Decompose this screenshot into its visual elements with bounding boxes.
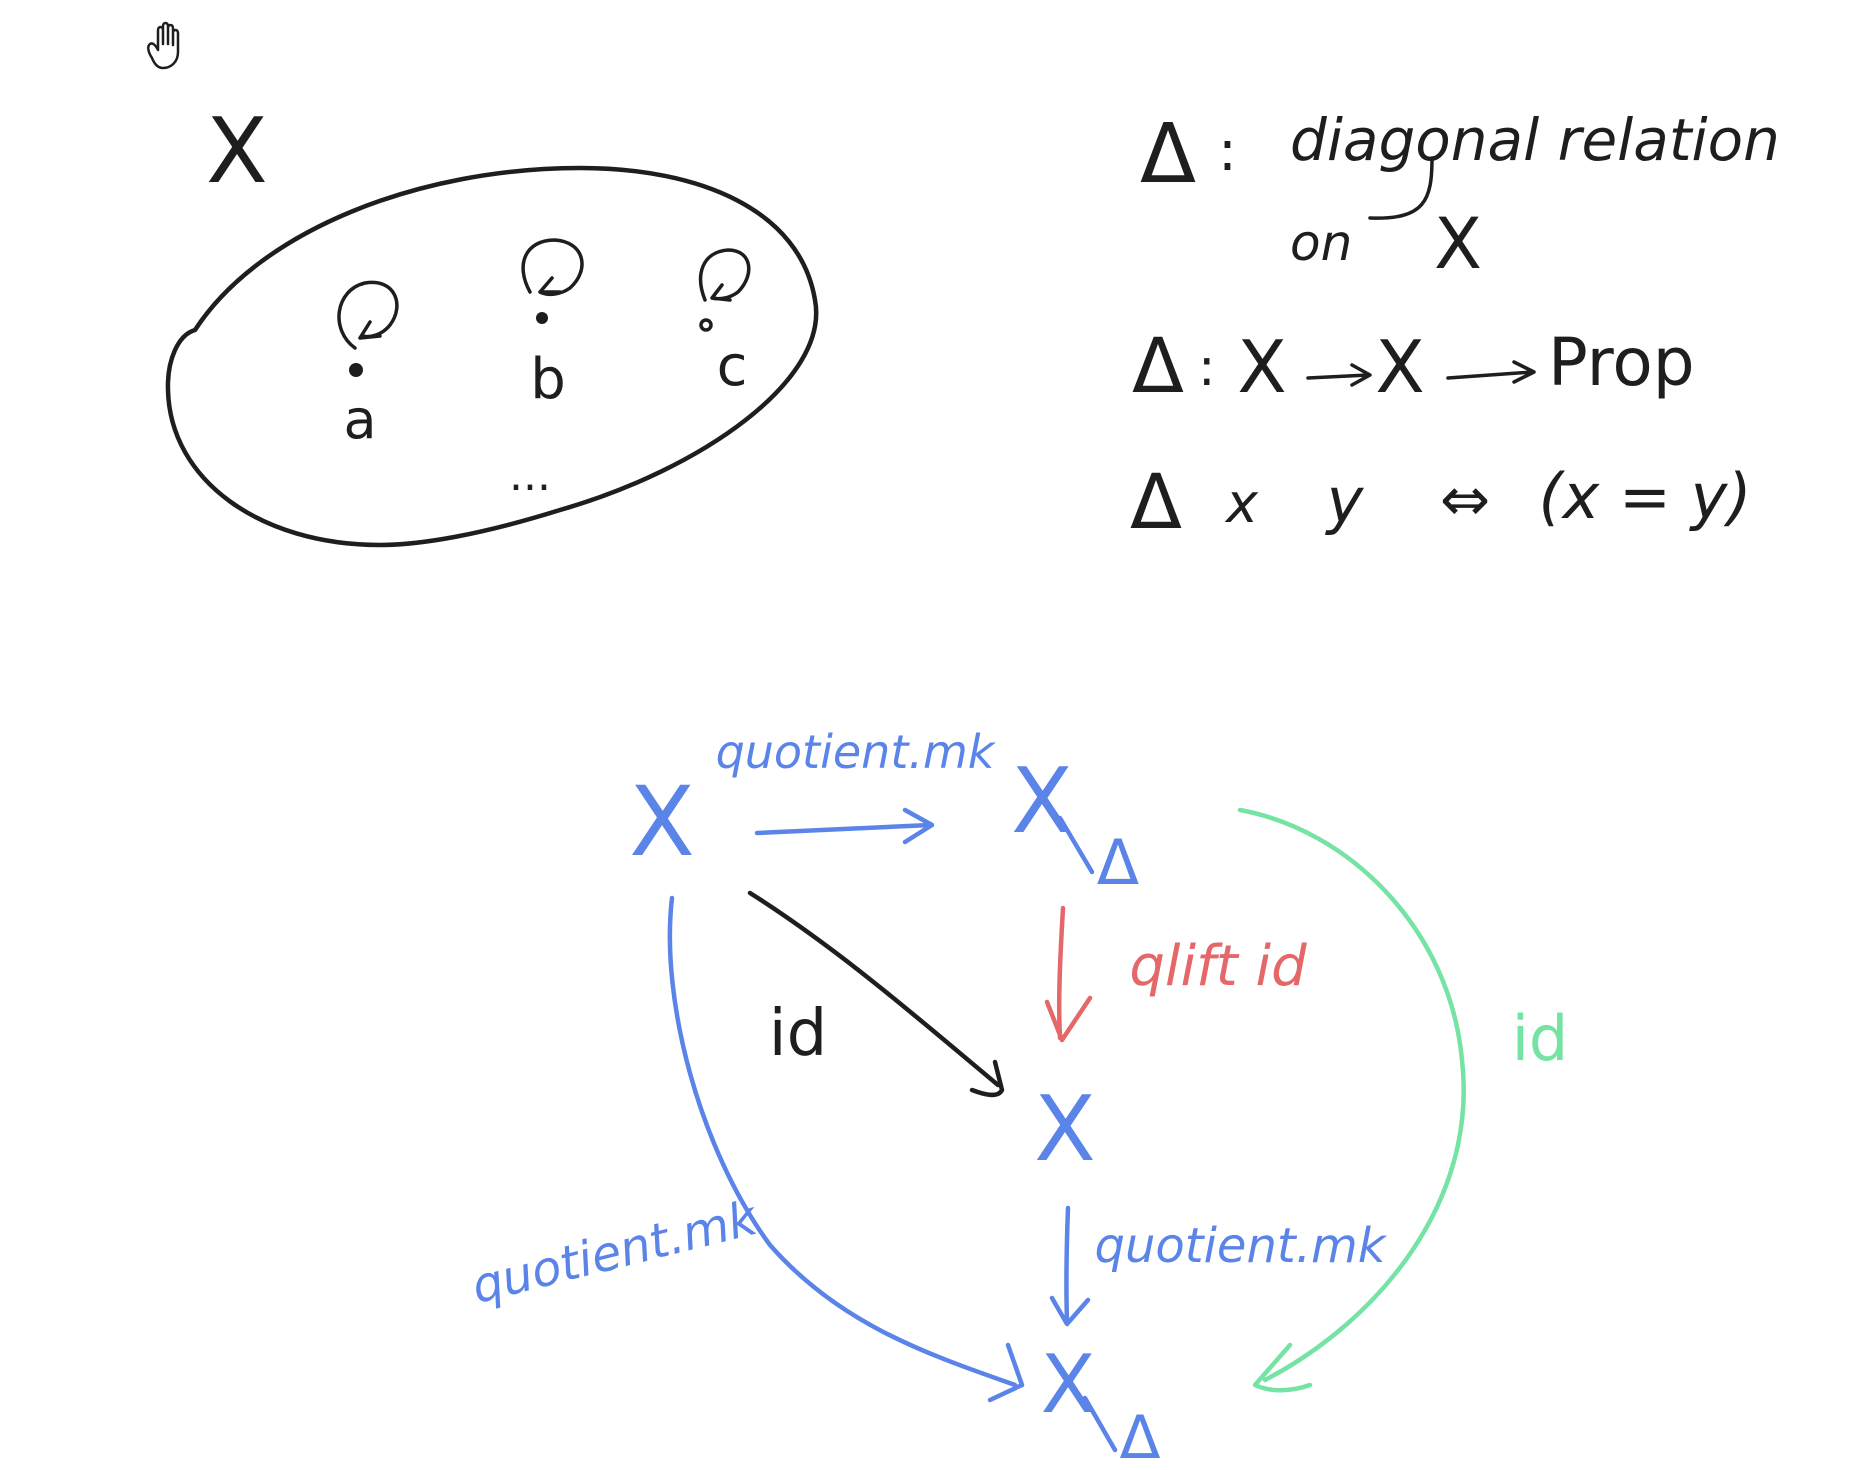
element-b-label: b xyxy=(530,347,566,412)
type-x-1: X xyxy=(1237,325,1286,409)
delta-symbol: Δ xyxy=(1140,107,1196,202)
arrow-top-quotient-mk[interactable]: quotient.mk xyxy=(716,725,997,845)
commutative-diagram: X X Δ X X Δ quotient.mk id qlift id xyxy=(466,725,1568,1470)
node-x-middle: X xyxy=(1034,1077,1096,1182)
quotient-numerator: X xyxy=(1011,749,1073,854)
delta-symbol: Δ xyxy=(1130,457,1182,546)
element-c-label: c xyxy=(717,334,748,399)
self-loop-b xyxy=(521,238,584,297)
node-quotient-bottom: X Δ xyxy=(1041,1338,1161,1470)
definition-line-3: Δ x y ⇔ (x = y) xyxy=(1130,457,1752,546)
definition-line-2: Δ : X X Prop xyxy=(1132,321,1695,410)
arrow-diagonal-label: id xyxy=(769,997,827,1071)
arrow-qlift-id[interactable]: qlift id xyxy=(1044,905,1307,1043)
node-quotient-top-right: X Δ xyxy=(1011,749,1139,899)
self-loop-a xyxy=(337,280,399,350)
self-loop-c xyxy=(698,248,751,302)
quotient-denominator: Δ xyxy=(1097,826,1139,899)
colon: : xyxy=(1198,338,1216,398)
var-y: y xyxy=(1325,464,1365,537)
arrow-1 xyxy=(1306,363,1372,387)
arrow-diagonal-id[interactable]: id xyxy=(747,890,1005,1098)
element-a-label: a xyxy=(343,388,376,451)
arrow-qlift-label: qlift id xyxy=(1129,934,1307,999)
node-x-top-left: X xyxy=(629,766,695,878)
equality: (x = y) xyxy=(1538,460,1751,533)
definition-text: diagonal relation xyxy=(1290,106,1780,174)
arrow-top-label: quotient.mk xyxy=(716,725,997,779)
hand-icon[interactable] xyxy=(147,21,180,70)
point-b xyxy=(536,312,548,324)
arrow-left-curve-quotient-mk[interactable]: quotient.mk xyxy=(466,895,1025,1403)
set-sketch: X a b c ... xyxy=(165,99,819,548)
quotient-slash xyxy=(1057,815,1095,875)
delta-symbol: Δ xyxy=(1132,321,1184,410)
quotient-denominator: Δ xyxy=(1119,1403,1160,1470)
definition-on: on xyxy=(1290,214,1352,272)
colon: : xyxy=(1218,119,1237,184)
arrow-right-curve-id[interactable]: id xyxy=(1237,807,1569,1393)
arrow-left-curve-label: quotient.mk xyxy=(466,1190,764,1315)
arrow-right-curve-label: id xyxy=(1512,1002,1569,1075)
type-x-2: X xyxy=(1375,325,1424,409)
arrow-2 xyxy=(1446,360,1536,384)
type-prop: Prop xyxy=(1548,324,1695,401)
var-x: x xyxy=(1224,472,1259,535)
iff-symbol: ⇔ xyxy=(1440,465,1490,535)
point-c xyxy=(699,318,713,332)
point-a xyxy=(349,363,363,377)
descender-swash xyxy=(1368,156,1434,220)
definition-line-1: Δ : diagonal relation on X xyxy=(1140,106,1780,285)
definitions: Δ : diagonal relation on X Δ : X X Prop … xyxy=(1130,106,1780,546)
set-name-label: X xyxy=(206,99,268,204)
element-b: b xyxy=(521,238,584,412)
quotient-numerator: X xyxy=(1041,1338,1096,1431)
arrow-mid-label: quotient.mk xyxy=(1095,1218,1388,1274)
ellipsis: ... xyxy=(509,450,551,501)
element-c: c xyxy=(698,248,751,399)
set-outline xyxy=(165,165,819,548)
definition-var: X xyxy=(1434,203,1482,285)
quotient-slash xyxy=(1082,1395,1118,1453)
arrow-mid-quotient-mk[interactable]: quotient.mk xyxy=(1049,1205,1388,1327)
element-a: a xyxy=(337,280,399,451)
